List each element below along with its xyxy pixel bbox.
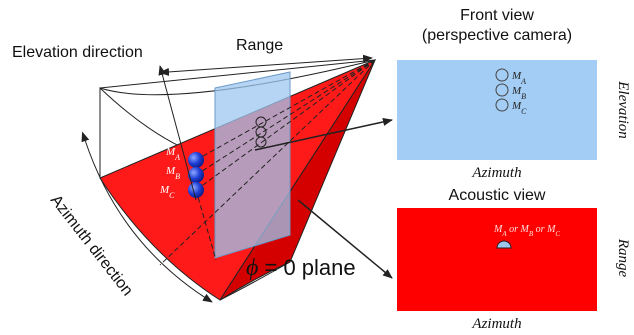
- center-axis: [159, 59, 376, 266]
- arrow-to-front-view: [254, 118, 393, 151]
- acoustic-azimuth-label: Azimuth: [471, 316, 521, 332]
- front-mb-circle: [495, 83, 509, 97]
- ray-mb: [195, 59, 376, 176]
- front-view-panel: [397, 60, 597, 160]
- front-view-title: Front view: [460, 7, 534, 24]
- front-azimuth-label: Azimuth: [471, 165, 521, 181]
- ray-ma: [195, 59, 376, 161]
- acoustic-view-title: Acoustic view: [449, 187, 546, 204]
- azimuth-direction-arrow: [81, 131, 213, 303]
- projected-mc-circle: [255, 136, 267, 148]
- ray-mc: [195, 59, 376, 191]
- front-view-subtitle: (perspective camera): [422, 27, 572, 44]
- arrow-to-acoustic-view: [297, 199, 393, 279]
- front-label-mb: MB: [511, 85, 526, 101]
- front-ma-circle: [495, 68, 509, 82]
- front-label-ma: MA: [511, 70, 526, 86]
- acoustic-merged-point: [496, 240, 512, 249]
- acoustic-points-label: MA or MB or MC: [493, 224, 560, 238]
- range-arrow: [159, 54, 373, 76]
- front-label-mc: MC: [511, 100, 527, 116]
- sphere-mc: [188, 182, 204, 198]
- range-label: Range: [236, 37, 283, 54]
- front-mc-circle: [495, 98, 509, 112]
- sphere-ma: [188, 152, 204, 168]
- image-plane: [214, 71, 291, 259]
- frustum-bottom-arc: [219, 261, 291, 301]
- elevation-direction-label: Elevation direction: [12, 44, 143, 61]
- front-elevation-label: Elevation: [615, 80, 631, 138]
- acoustic-range-label: Range: [615, 238, 631, 278]
- acoustic-view-panel: [397, 208, 597, 311]
